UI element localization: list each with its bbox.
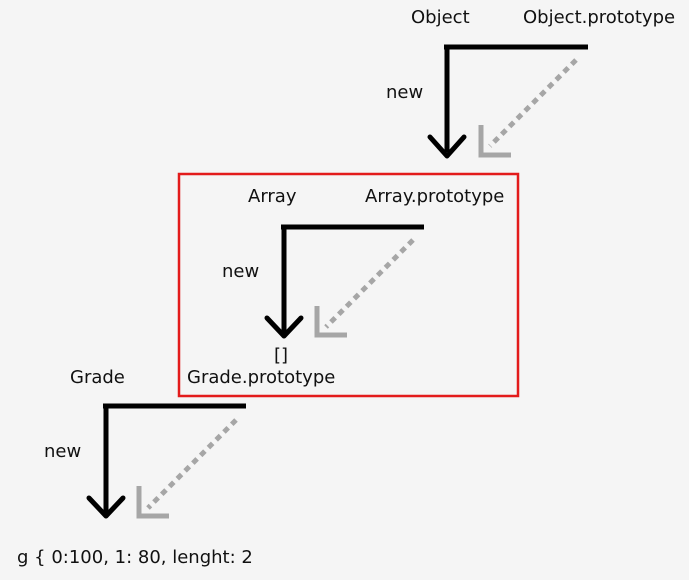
label-object-prototype: Object.prototype (523, 7, 676, 28)
object-new-arrow-head (427, 134, 467, 159)
label-grade-prototype: Grade.prototype (187, 367, 336, 388)
label-instance-g: g { 0:100, 1: 80, lenght: 2 (17, 547, 253, 568)
array-new-arrow-head (264, 315, 304, 339)
label-array-prototype: Array.prototype (365, 186, 505, 207)
label-new-array: new (222, 261, 260, 282)
object-proto-arrow-shaft (488, 58, 578, 148)
label-array: Array (248, 186, 297, 207)
label-empty-array: [] (274, 345, 289, 366)
grade-proto-arrow-shaft (146, 418, 238, 510)
array-proto-arrow-shaft (324, 238, 415, 329)
array-highlight-box (177, 172, 520, 398)
grade-proto-arrow-head (136, 486, 169, 519)
grade-new-arrow-head (86, 495, 126, 519)
label-object: Object (411, 7, 470, 28)
label-new-object: new (386, 82, 424, 103)
object-proto-arrow-head (478, 125, 511, 158)
object-level (427, 44, 588, 159)
array-proto-arrow-head (314, 306, 347, 338)
label-new-grade: new (44, 441, 82, 462)
array-level (264, 224, 424, 339)
grade-level (86, 403, 246, 519)
label-grade: Grade (70, 367, 125, 388)
